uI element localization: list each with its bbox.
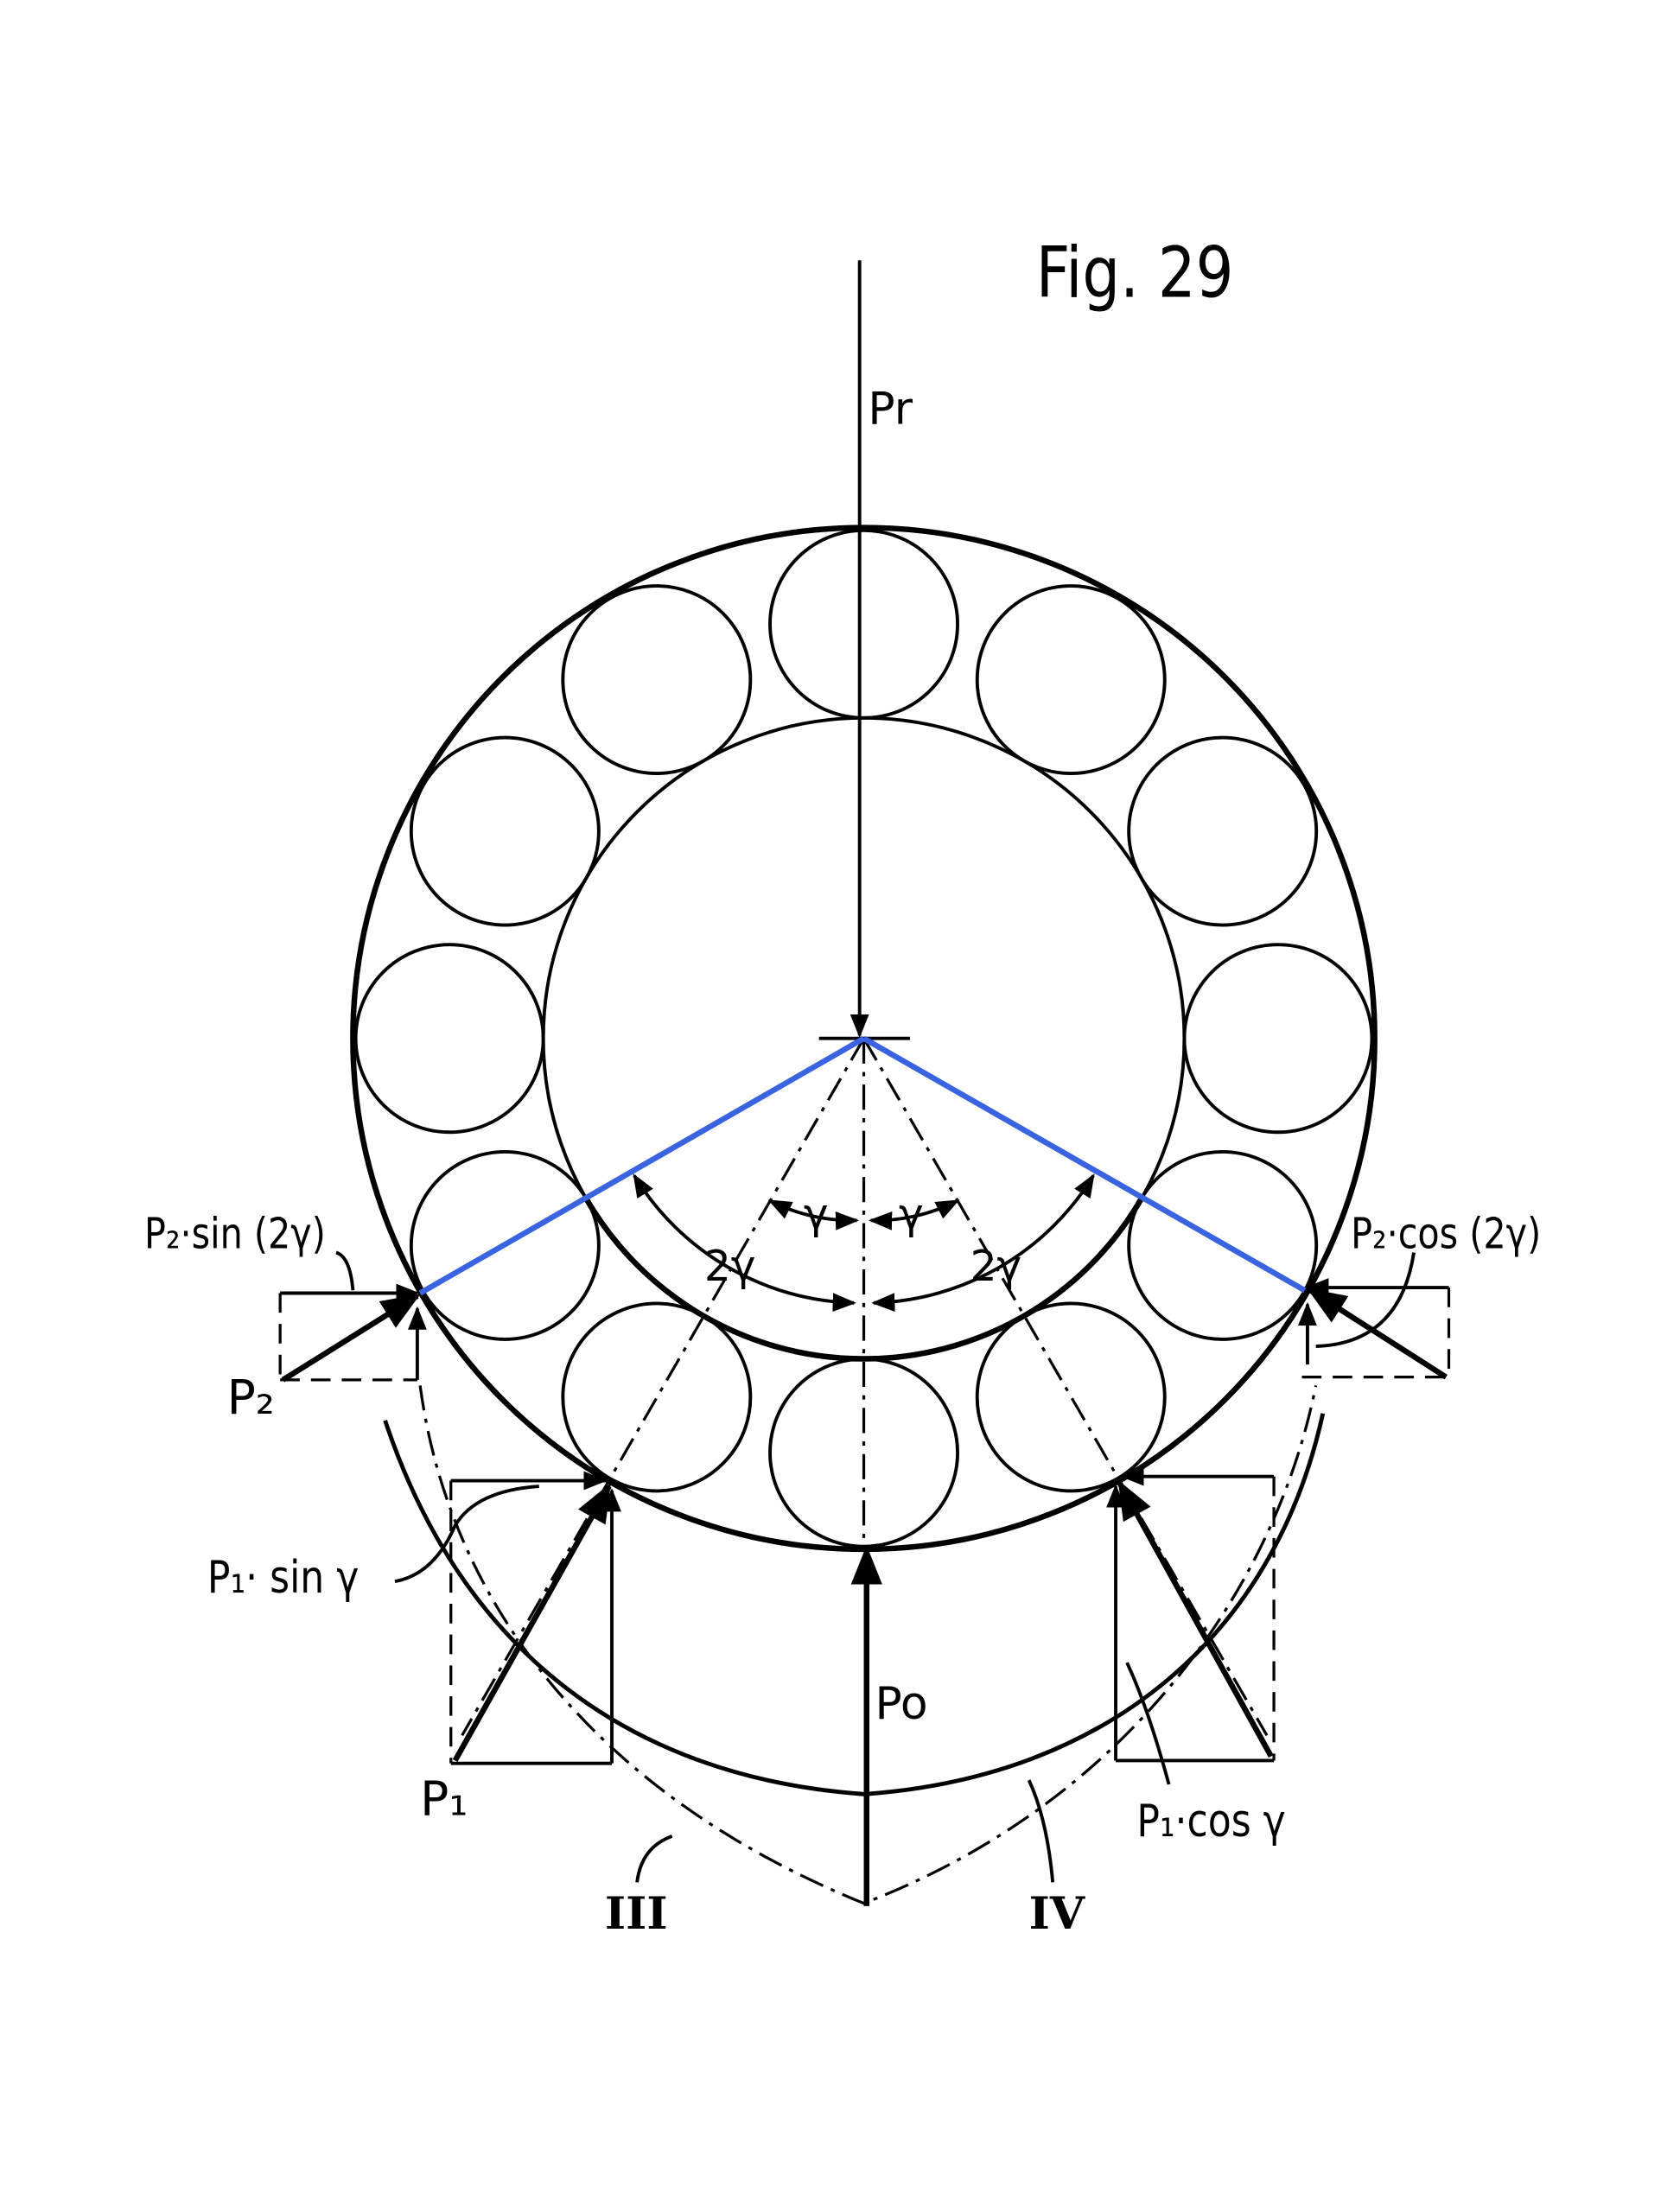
roller xyxy=(975,1301,1167,1493)
gamma-line-right xyxy=(862,1037,1269,1737)
roller xyxy=(768,528,959,720)
p1-cos-label: P₁·cos γ xyxy=(1136,1795,1285,1847)
p1-right-force-diagram xyxy=(1106,1466,1276,1785)
roller xyxy=(1127,735,1319,927)
gamma-arc-left xyxy=(767,1199,860,1230)
load-line-right xyxy=(862,1035,1307,1294)
load-curve-iv xyxy=(383,1413,1326,1796)
curve-iv-label: IV xyxy=(1029,1887,1085,1940)
two-gamma-arc-left xyxy=(633,1173,856,1313)
gamma-line-left xyxy=(461,1037,865,1737)
two-gamma-label-right: 2γ xyxy=(970,1243,1022,1291)
p2-right-force-diagram xyxy=(1298,1252,1451,1380)
roller xyxy=(975,584,1167,776)
p1-label: P₁ xyxy=(420,1771,468,1827)
two-gamma-arc-right xyxy=(871,1173,1095,1313)
roller xyxy=(561,584,753,776)
curve-iii-leader xyxy=(635,1834,673,1883)
p2-cos-label: P₂·cos (2γ) xyxy=(1351,1209,1541,1258)
p2-label: P₂ xyxy=(227,1370,275,1425)
gamma-arc-right xyxy=(868,1199,960,1230)
two-gamma-label-left: 2γ xyxy=(704,1243,756,1291)
p1-sin-label: P₁· sin γ xyxy=(207,1552,359,1604)
roller xyxy=(1127,1149,1319,1341)
gamma-label-right: γ xyxy=(899,1191,924,1239)
roller xyxy=(409,1149,601,1341)
roller xyxy=(409,735,601,927)
figure-title: Fig. 29 xyxy=(1036,232,1234,314)
po-label: Po xyxy=(875,1678,927,1730)
p2-sin-label: P₂·sin (2γ) xyxy=(144,1209,326,1258)
gamma-label-left: γ xyxy=(804,1191,829,1239)
roller xyxy=(561,1301,753,1493)
load-curve-iii xyxy=(418,1385,1318,1905)
roller xyxy=(1182,943,1374,1135)
curve-iv-leader xyxy=(1027,1779,1055,1883)
curve-iii-label: III xyxy=(605,1887,668,1940)
load-line-left xyxy=(418,1035,866,1296)
p2-left-force-diagram xyxy=(278,1250,427,1383)
roller xyxy=(353,943,545,1135)
pr-label: Pr xyxy=(868,384,913,436)
